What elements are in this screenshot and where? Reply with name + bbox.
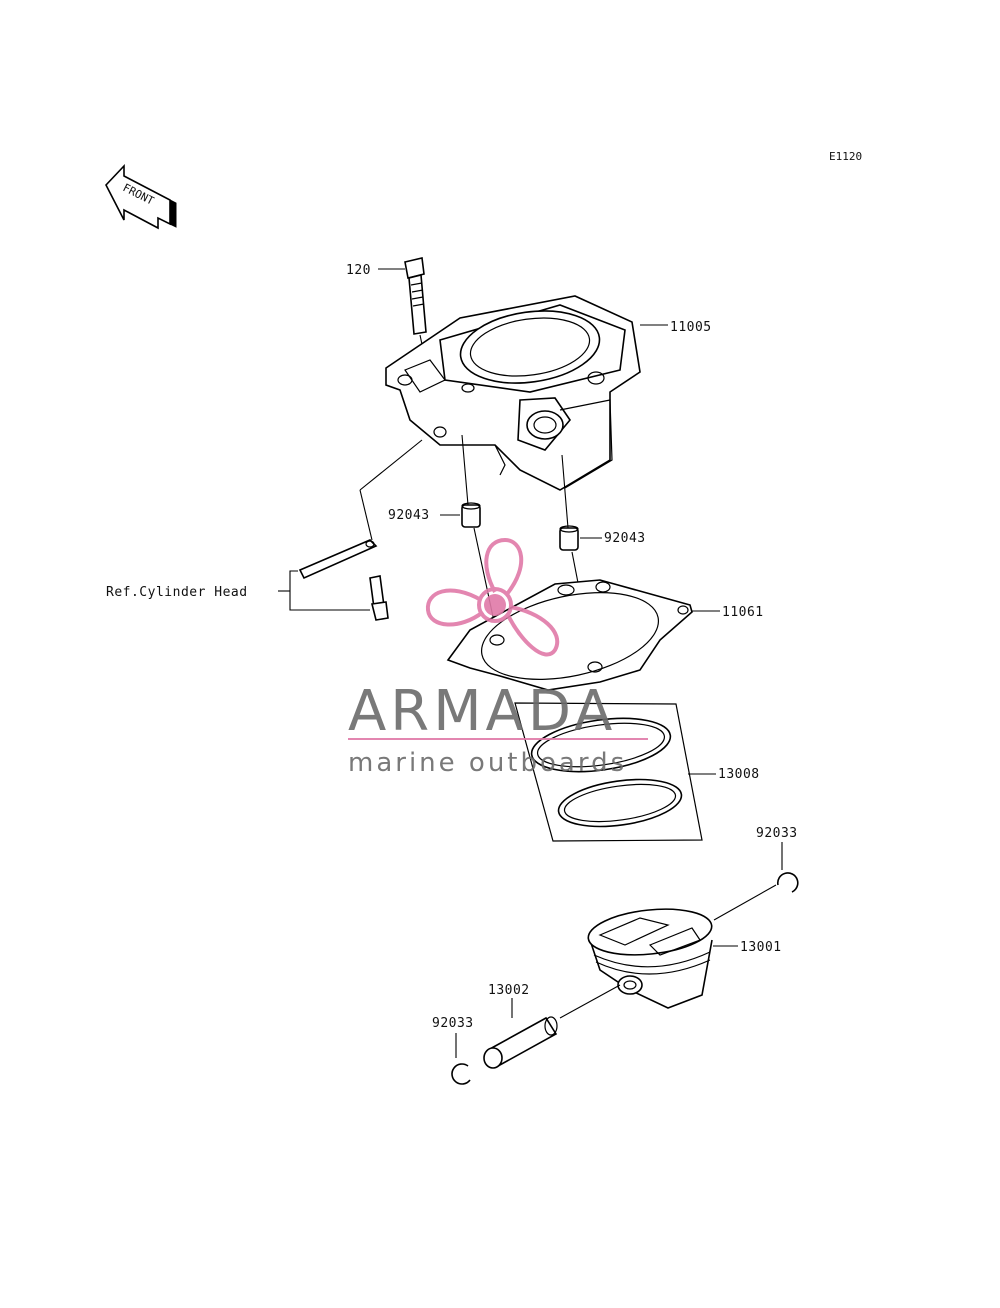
part-label-92033-bottom: 92033	[432, 1016, 474, 1031]
dowel-pin-92043-right	[559, 525, 579, 551]
cylinder-11005	[385, 295, 641, 491]
piston-rings-13008	[514, 702, 703, 842]
part-label-13001: 13001	[740, 940, 782, 955]
ref-cylinder-head-parts	[298, 539, 389, 621]
circlip-92033-top	[776, 872, 799, 893]
part-label-92043-left: 92043	[388, 508, 430, 523]
part-label-11005: 11005	[670, 320, 712, 335]
dowel-pin-92043-left	[461, 502, 481, 528]
circlip-92033-bottom	[451, 1063, 471, 1085]
ref-cylinder-head-label: Ref.Cylinder Head	[106, 585, 248, 600]
watermark-brand: ARMADA	[348, 679, 616, 744]
gasket-11061	[446, 579, 693, 691]
piston-pin-13002	[483, 1016, 558, 1069]
armada-watermark: ARMADA marine outboards	[348, 537, 648, 778]
front-arrow-icon: FRONT	[105, 163, 177, 230]
piston-13001	[587, 908, 713, 1009]
diagram-code: E1120	[829, 150, 862, 163]
part-label-120: 120	[346, 263, 371, 278]
part-label-92033-top: 92033	[756, 826, 798, 841]
part-label-13008: 13008	[718, 767, 760, 782]
propeller-logo-icon	[425, 537, 560, 657]
bolt-120	[404, 257, 427, 335]
part-label-13002: 13002	[488, 983, 530, 998]
part-label-11061: 11061	[722, 605, 764, 620]
watermark-tagline: marine outboards	[348, 748, 627, 778]
part-label-92043-right: 92043	[604, 531, 646, 546]
